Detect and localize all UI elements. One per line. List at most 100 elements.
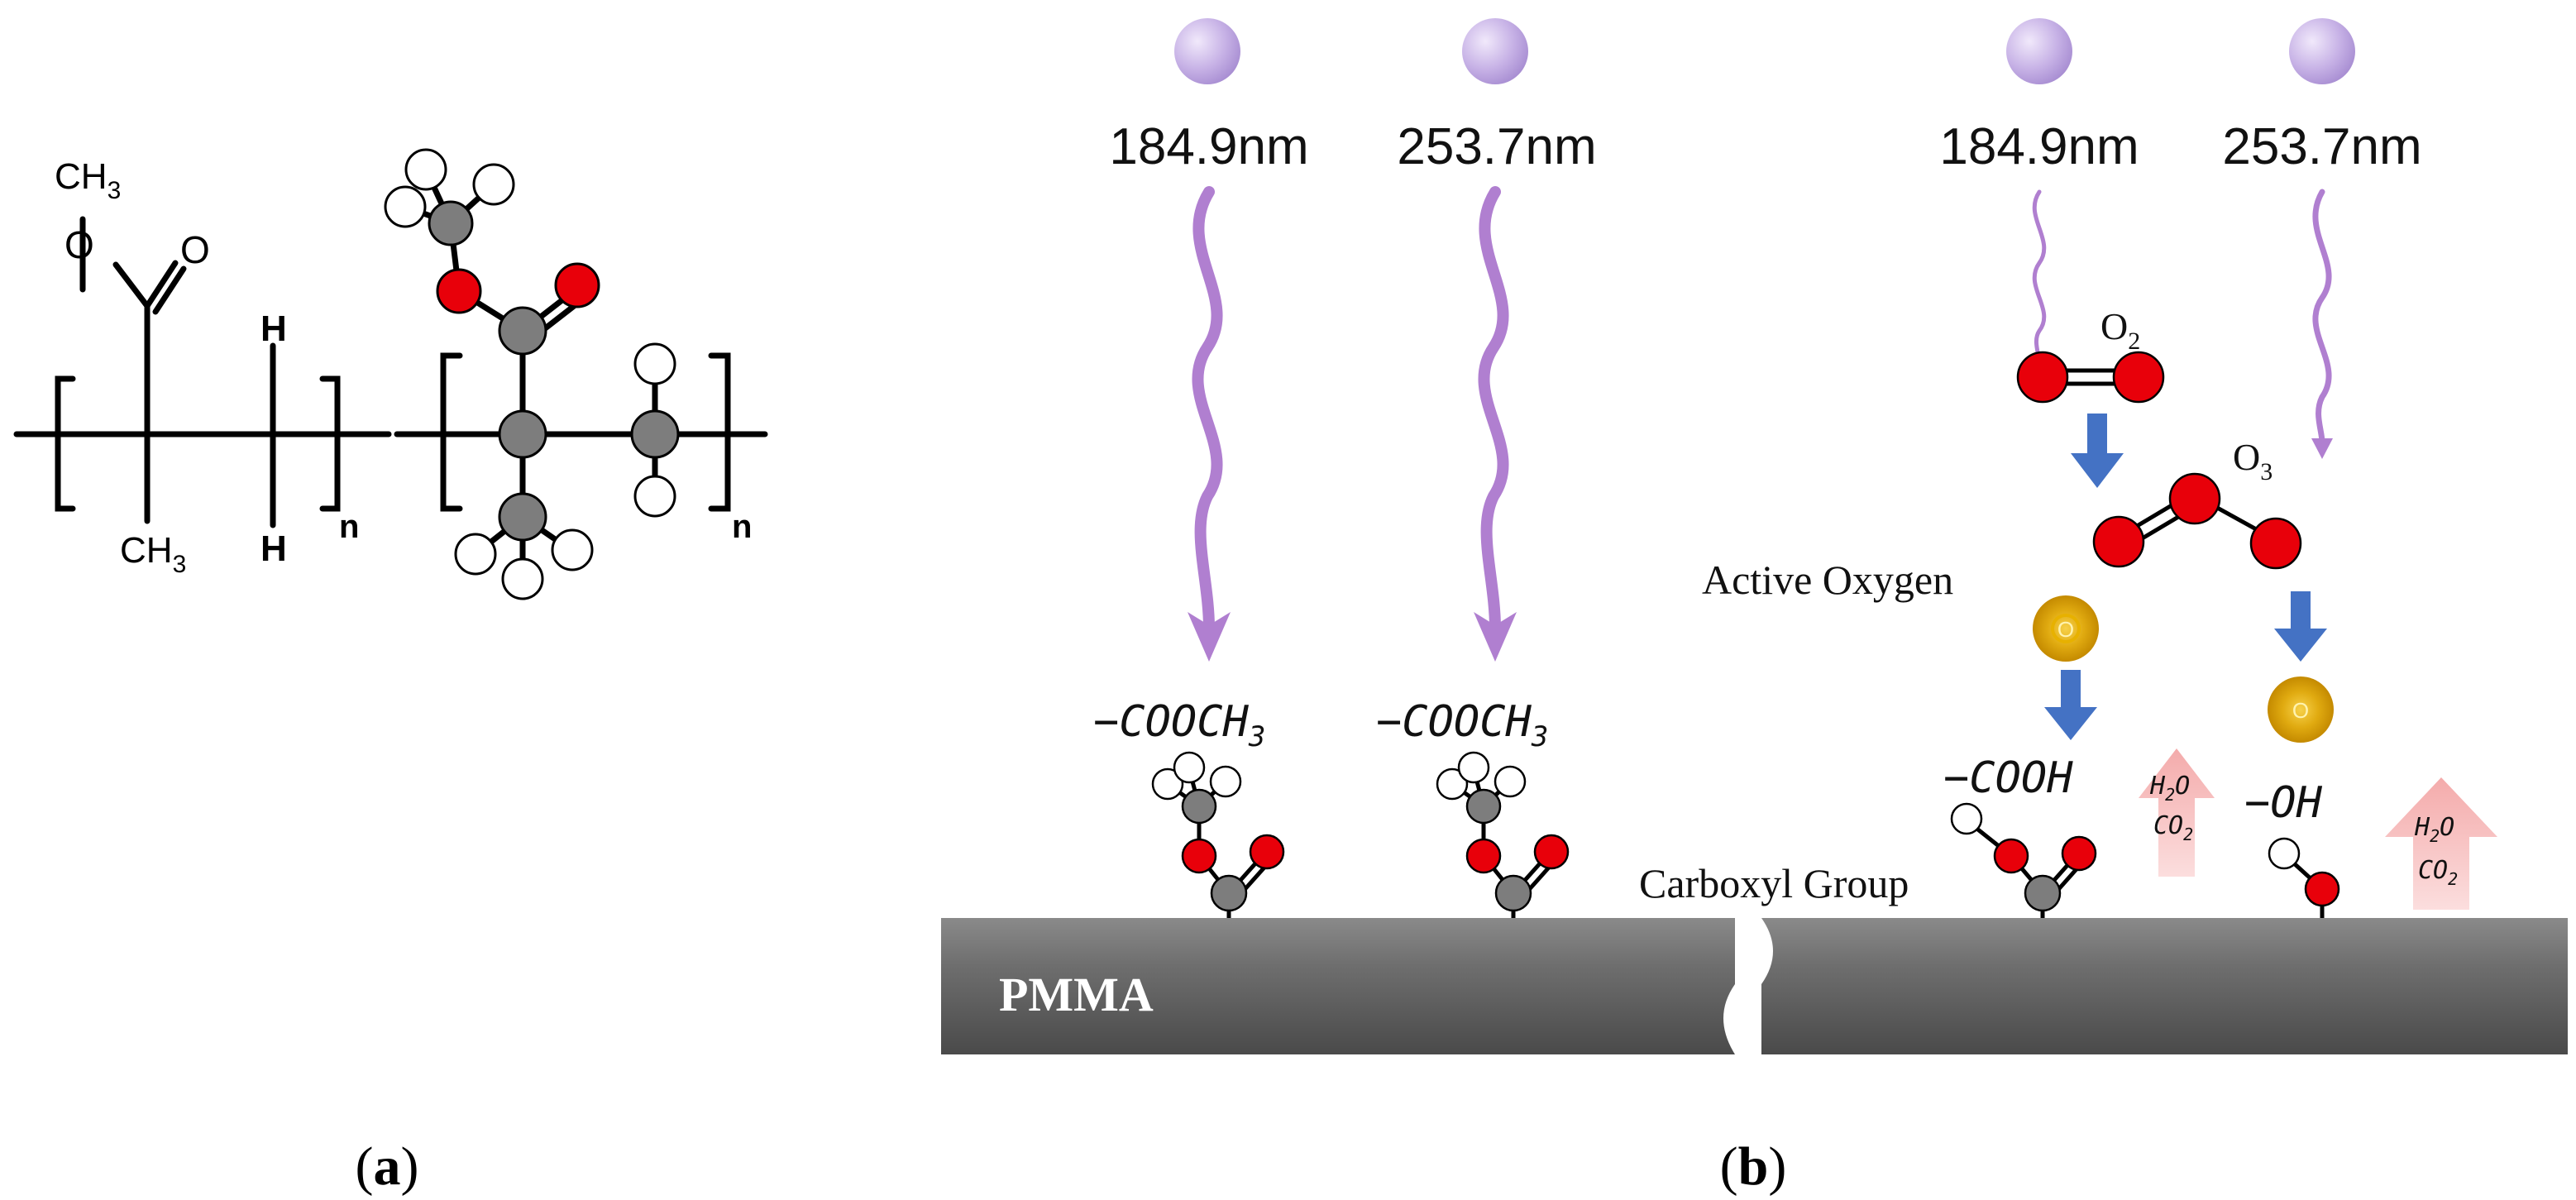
co2-label: CO2 [2418,856,2458,889]
panel-b: PMMA 184.9nm 253.7nm 184.9nm 253.7nm [941,18,2568,1197]
substrate-left [941,918,1735,1054]
emission-arrow [2139,748,2215,877]
skeletal-labels: CH3 O O H H CH3 n [55,156,359,578]
model-carbon-atom [498,306,547,356]
model-hydrogen-atom [501,557,544,600]
panel-a-label: (a) [356,1136,419,1197]
active-oxygen-ring [2051,614,2081,643]
carbon-atom [1181,788,1217,825]
active-oxygen-symbol: O [2057,617,2074,642]
panel-a: CH3 O O H H CH3 n [13,148,768,1197]
active-oxygen-atom-2: O [2268,676,2334,743]
bracket-left [55,375,76,512]
blue-down-arrow [2044,670,2097,740]
cooch3-labels: −COOCH3 −COOCH3 [1093,697,1548,753]
hydrogen-atom [1950,802,1983,835]
photon-icon [1462,18,1528,84]
oxygen-atom [2016,351,2069,404]
substrate-right [1761,918,2568,1054]
oxygen-atom [2168,472,2221,525]
active-oxygen-symbol: O [2292,698,2309,723]
model-hydrogen-atom [633,342,676,385]
o3-molecule: O3 [2092,436,2302,570]
uv-arrowhead [1188,612,1231,662]
o2-molecule: O2 [2016,305,2165,404]
ball-and-stick-model: n [384,148,768,600]
active-oxygen-icon [2268,676,2334,743]
oxygen-atom [1993,838,2029,874]
ester-bond [112,261,151,309]
repeat-n-label: n [339,509,359,545]
panel-b-label: (b) [1720,1136,1787,1197]
model-bracket-left [440,352,463,512]
carbon-atom [1494,874,1532,912]
oxygen-atom [2249,517,2302,570]
oxygen-atom [1249,834,1285,870]
uv-arrowhead [2311,438,2333,459]
active-oxygen-icon [2033,595,2099,662]
carbon-atom [1210,874,1248,912]
oxygen-atom [1465,838,1502,874]
emission-arrow [2385,777,2497,910]
wavelength-labels: 184.9nm 253.7nm 184.9nm 253.7nm [1109,118,2421,175]
ester-oxygen-label: O [65,223,94,266]
reaction-arrows [2044,414,2327,740]
photon-icon [1174,18,1240,84]
surface-hydroxyl-group [2268,837,2340,918]
wavelength-label-4: 253.7nm [2222,118,2421,175]
hydrogen-atom [1436,767,1469,801]
cooch3-label-1: −COOCH3 [1093,697,1265,753]
carbon-atom [1465,788,1502,825]
model-oxygen-atom [554,262,600,308]
active-oxygen-atom-1: O [2033,595,2099,662]
blue-down-arrow [2071,414,2124,488]
ch3-bottom-label: CH3 [120,530,186,578]
oxygen-atom [1533,834,1570,870]
model-carbon-atom [630,409,680,459]
wavelength-label-2: 253.7nm [1397,118,1596,175]
h2o-label: H2O [2414,813,2454,846]
model-hydrogen-atom [384,185,427,228]
hydrogen-atom [1457,751,1490,784]
surface-ester-group-1 [1151,751,1285,918]
h2o-co2-emission-1: H2O CO2 [2139,748,2215,877]
uv-rays [1192,186,2332,634]
uv-wave-3 [2032,189,2047,366]
ch3-top-label: CH3 [55,156,121,204]
carboxyl-group-label: Carboxyl Group [1639,860,1909,906]
o2-label: O2 [2100,305,2140,355]
oh-label: −OH [2244,778,2323,828]
carbonyl-bond [144,260,179,309]
pmma-substrate: PMMA [941,918,2568,1054]
wavelength-label-1: 184.9nm [1109,118,1308,175]
model-hydrogen-atom [633,475,676,518]
uv-wave-2 [1478,186,1509,634]
hydrogen-atom [2268,837,2301,870]
substrate-break [1723,918,1773,1054]
oxygen-atom [2112,351,2165,404]
oxygen-atom [1181,838,1217,874]
model-carbon-atom [428,200,474,246]
model-hydrogen-atom [551,528,594,571]
cooch3-label-2: −COOCH3 [1376,697,1548,753]
photon-icon [2289,18,2355,84]
model-bracket-right [708,352,731,512]
blue-down-arrow [2274,591,2327,662]
photon-sources [1174,18,2355,84]
co2-label: CO2 [2153,811,2193,844]
model-carbon-atom [498,409,547,459]
uv-arrowhead [1474,612,1517,662]
skeletal-formula [13,216,392,528]
model-hydrogen-atom [472,163,515,206]
oxygen-atom [2304,871,2340,907]
surface-ester-group-2 [1436,751,1570,918]
bracket-right [319,375,341,512]
o3-label: O3 [2233,436,2273,485]
hydrogen-atom [1173,751,1206,784]
hydrogen-atom [1151,767,1184,801]
hydrogen-top-label: H [260,308,287,349]
carbonyl-double-bond [152,265,187,315]
uv-wave-1 [1192,186,1223,634]
